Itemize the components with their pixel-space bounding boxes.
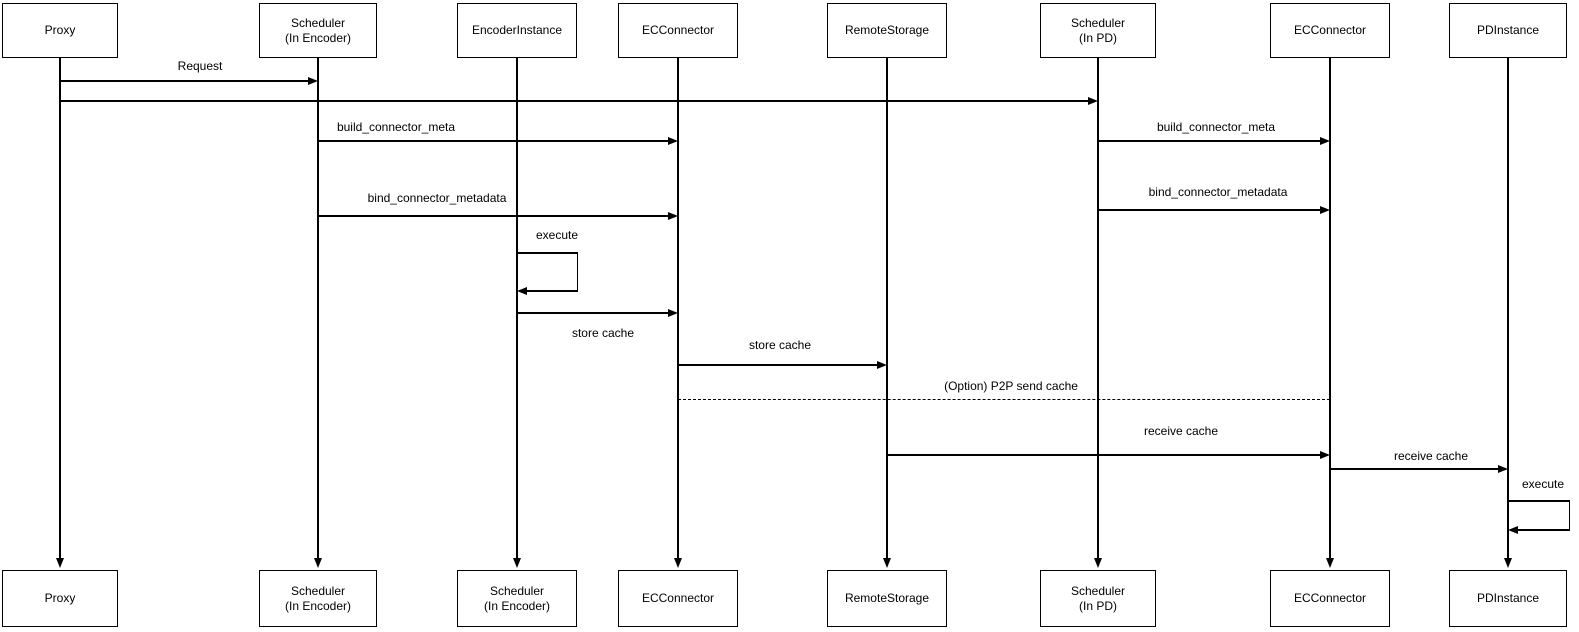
message-label-bind-connector-metadata-encoder: bind_connector_metadata	[365, 191, 509, 205]
actor-bottom-box-ec-connector-encoder: ECConnector	[618, 570, 738, 627]
lifeline-ec-connector-encoder	[677, 58, 679, 558]
arrowhead-right-icon	[1320, 205, 1330, 214]
lifeline-ec-connector-pd	[1329, 58, 1331, 558]
arrowhead-right-icon	[1320, 450, 1330, 459]
self-loop-bottom-execute-encoder-instance	[526, 290, 578, 292]
arrowhead-down-icon	[882, 558, 891, 568]
actor-label: Scheduler	[1070, 15, 1126, 30]
self-loop-top-execute-pd-instance	[1508, 500, 1570, 502]
message-label-execute-pd-instance: execute	[1519, 477, 1567, 491]
arrowhead-down-icon	[673, 558, 682, 568]
actor-label: (In Encoder)	[284, 598, 352, 613]
actor-label: Scheduler	[1070, 583, 1126, 598]
message-line-bind-connector-metadata-encoder	[318, 215, 669, 217]
actor-top-box-ec-connector-pd: ECConnector	[1270, 3, 1390, 58]
arrowhead-down-icon	[1093, 558, 1102, 568]
arrowhead-down-icon	[512, 558, 521, 568]
arrowhead-right-icon	[668, 211, 678, 220]
actor-top-box-remote-storage: RemoteStorage	[827, 3, 947, 58]
actor-top-box-scheduler-in-encoder: Scheduler(In Encoder)	[259, 3, 377, 58]
arrowhead-down-icon	[1503, 558, 1512, 568]
lifeline-scheduler-in-encoder	[317, 58, 319, 558]
message-line-bind-connector-metadata-pd	[1098, 209, 1321, 211]
lifeline-encoder-instance	[516, 58, 518, 558]
actor-bottom-box-scheduler-in-encoder: Scheduler(In Encoder)	[259, 570, 377, 627]
message-label-receive-cache-ecconnector-to-pdinstance: receive cache	[1391, 449, 1471, 463]
arrowhead-down-icon	[1325, 558, 1334, 568]
lifeline-pd-instance	[1507, 58, 1509, 558]
message-label-execute-encoder-instance: execute	[533, 228, 581, 242]
message-line-receive-cache-ecconnector-to-pdinstance	[1330, 468, 1499, 470]
actor-bottom-box-encoder-instance: Scheduler(In Encoder)	[457, 570, 577, 627]
message-label-build-connector-meta-encoder: build_connector_meta	[334, 120, 458, 134]
lifeline-proxy	[59, 58, 61, 558]
actor-top-box-encoder-instance: EncoderInstance	[457, 3, 577, 58]
actor-label: PDInstance	[1476, 23, 1540, 37]
actor-label: (In Encoder)	[284, 30, 352, 45]
actor-label: Proxy	[44, 591, 76, 605]
actor-label: RemoteStorage	[844, 591, 930, 605]
actor-top-box-scheduler-in-pd: Scheduler(In PD)	[1040, 3, 1156, 58]
actor-label: EncoderInstance	[471, 23, 563, 37]
message-label-request: Request	[175, 59, 225, 73]
arrowhead-down-icon	[313, 558, 322, 568]
lifeline-remote-storage	[886, 58, 888, 558]
actor-top-box-ec-connector-encoder: ECConnector	[618, 3, 738, 58]
actor-label: Proxy	[44, 23, 76, 37]
message-line-p2p-send-cache	[678, 399, 1330, 401]
actor-label: ECConnector	[1293, 591, 1367, 605]
self-loop-bottom-execute-pd-instance	[1517, 529, 1570, 531]
actor-label: RemoteStorage	[844, 23, 930, 37]
actor-label: ECConnector	[641, 23, 715, 37]
message-line-store-cache-ecconnector-to-remotestorage	[678, 364, 878, 366]
message-label-build-connector-meta-pd: build_connector_meta	[1154, 120, 1278, 134]
arrowhead-right-icon	[1320, 136, 1330, 145]
actor-bottom-box-pd-instance: PDInstance	[1449, 570, 1567, 627]
message-label-p2p-send-cache: (Option) P2P send cache	[942, 379, 1080, 393]
actor-label: Scheduler	[290, 583, 346, 598]
actor-top-box-pd-instance: PDInstance	[1449, 3, 1567, 58]
message-label-receive-cache-remotestorage-to-ecconnector: receive cache	[1141, 424, 1221, 438]
actor-top-box-proxy: Proxy	[2, 3, 118, 58]
actor-label: (In PD)	[1078, 30, 1117, 45]
arrowhead-right-icon	[1498, 464, 1508, 473]
arrowhead-right-icon	[1088, 96, 1098, 105]
message-line-receive-cache-remotestorage-to-ecconnector	[887, 454, 1321, 456]
message-line-build-connector-meta-pd	[1098, 140, 1321, 142]
actor-label: ECConnector	[1293, 23, 1367, 37]
arrowhead-right-icon	[308, 76, 318, 85]
message-label-bind-connector-metadata-pd: bind_connector_metadata	[1146, 185, 1290, 199]
message-line-build-connector-meta-encoder	[318, 140, 669, 142]
actor-bottom-box-scheduler-in-pd: Scheduler(In PD)	[1040, 570, 1156, 627]
actor-label: ECConnector	[641, 591, 715, 605]
message-line-store-cache-encoder-to-ecconnector	[517, 312, 669, 314]
self-loop-right-execute-encoder-instance	[576, 253, 578, 291]
arrowhead-left-icon	[517, 286, 527, 295]
actor-label: Scheduler	[489, 583, 545, 598]
lifeline-scheduler-in-pd	[1097, 58, 1099, 558]
arrowhead-left-icon	[1508, 525, 1518, 534]
arrowhead-right-icon	[668, 136, 678, 145]
actor-bottom-box-proxy: Proxy	[2, 570, 118, 627]
message-label-store-cache-encoder-to-ecconnector: store cache	[569, 326, 637, 340]
message-label-store-cache-ecconnector-to-remotestorage: store cache	[746, 338, 814, 352]
message-line-request	[60, 80, 309, 82]
self-loop-top-execute-encoder-instance	[517, 252, 578, 254]
message-line-proxy-to-scheduler-pd	[60, 100, 1089, 102]
actor-bottom-box-ec-connector-pd: ECConnector	[1270, 570, 1390, 627]
arrowhead-right-icon	[877, 360, 887, 369]
actor-label: (In Encoder)	[483, 598, 551, 613]
actor-label: PDInstance	[1476, 591, 1540, 605]
actor-label: (In PD)	[1078, 598, 1117, 613]
actor-label: Scheduler	[290, 15, 346, 30]
self-loop-right-execute-pd-instance	[1568, 501, 1570, 530]
actor-bottom-box-remote-storage: RemoteStorage	[827, 570, 947, 627]
arrowhead-down-icon	[55, 558, 64, 568]
arrowhead-right-icon	[668, 308, 678, 317]
